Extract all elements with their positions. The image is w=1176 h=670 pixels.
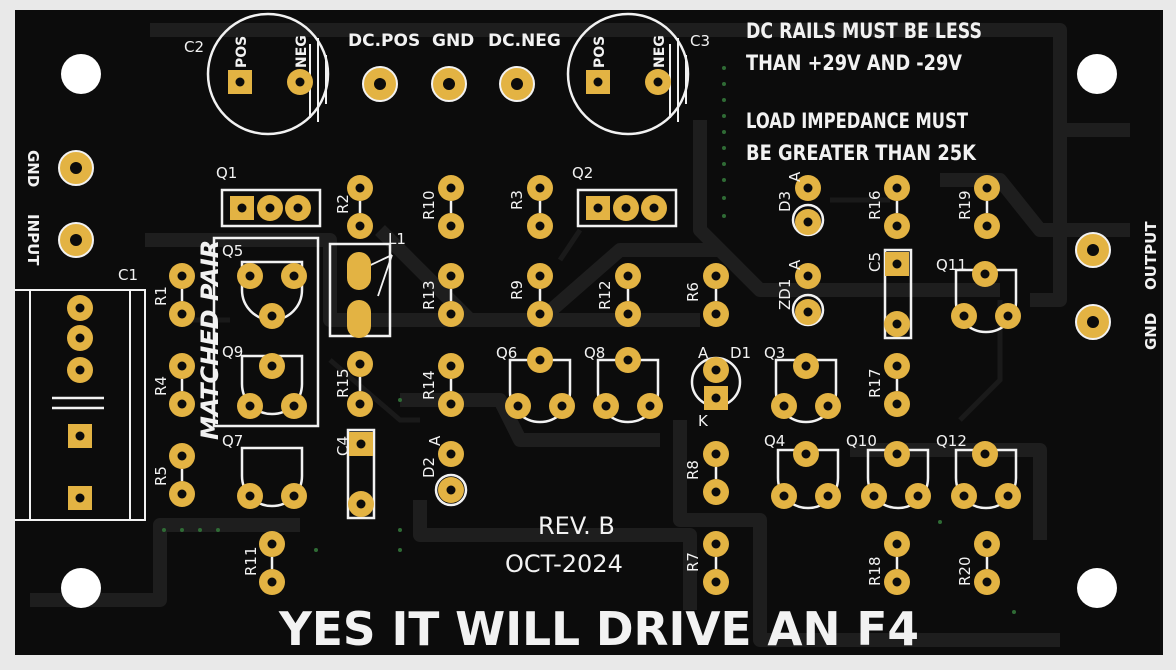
note-load-impedance-1: LOAD IMPEDANCE MUST — [746, 109, 969, 133]
label-c3: C3 — [690, 32, 710, 50]
label-r3: R3 — [508, 190, 526, 210]
note-load-impedance-2: BE GREATER THAN 25K — [746, 141, 977, 165]
label-c4: C4 — [334, 436, 352, 456]
label-c5: C5 — [866, 252, 884, 272]
board-outline — [15, 10, 1163, 655]
label-r14: R14 — [420, 370, 438, 400]
label-q6: Q6 — [496, 344, 517, 362]
label-r5: R5 — [152, 466, 170, 486]
label-r4: R4 — [152, 376, 170, 396]
label-r17: R17 — [866, 368, 884, 398]
label-r6: R6 — [684, 282, 702, 302]
label-d2-a: A — [426, 435, 444, 446]
label-gnd-output: GND — [1142, 313, 1160, 350]
pads — [58, 66, 1111, 595]
label-q4: Q4 — [764, 432, 785, 450]
label-d1-k: K — [698, 412, 709, 430]
label-r11: R11 — [242, 546, 260, 576]
label-c1: C1 — [118, 266, 138, 284]
label-dc-pos: DC.POS — [348, 31, 420, 51]
label-q1: Q1 — [216, 164, 237, 182]
label-q8: Q8 — [584, 344, 605, 362]
label-q2: Q2 — [572, 164, 593, 182]
label-d1: D1 — [730, 344, 751, 362]
label-r2: R2 — [334, 194, 352, 214]
label-d3-a: A — [786, 171, 804, 182]
slogan-text: YES IT WILL DRIVE AN F4 — [278, 602, 919, 656]
label-r8: R8 — [684, 460, 702, 480]
date-label: OCT-2024 — [505, 550, 623, 578]
label-dc-neg: DC.NEG — [488, 31, 561, 51]
label-input: INPUT — [24, 214, 42, 266]
label-d3: D3 — [776, 191, 794, 212]
label-q10: Q10 — [846, 432, 877, 450]
label-r19: R19 — [956, 190, 974, 220]
label-q5: Q5 — [222, 242, 243, 260]
label-c3-pos: POS — [592, 36, 608, 68]
label-r9: R9 — [508, 280, 526, 300]
label-zd1-a: A — [786, 259, 804, 270]
vias — [162, 66, 1016, 614]
label-r20: R20 — [956, 556, 974, 586]
label-q12: Q12 — [936, 432, 967, 450]
label-r1: R1 — [152, 286, 170, 306]
label-r12: R12 — [596, 280, 614, 310]
label-r15: R15 — [334, 368, 352, 398]
label-gnd-top: GND — [432, 31, 474, 51]
label-r7: R7 — [684, 552, 702, 572]
label-zd1: ZD1 — [776, 279, 794, 310]
note-dc-rails-1: DC RAILS MUST BE LESS — [746, 19, 982, 43]
label-q3: Q3 — [764, 344, 785, 362]
label-r16: R16 — [866, 190, 884, 220]
label-c2-pos: POS — [234, 36, 250, 68]
label-d1-a: A — [698, 344, 709, 362]
label-c2: C2 — [184, 38, 204, 56]
label-c3-neg: NEG — [652, 35, 668, 68]
matched-pair-label: MATCHED PAIR — [196, 240, 224, 440]
label-r18: R18 — [866, 556, 884, 586]
label-c2-neg: NEG — [294, 35, 310, 68]
label-output: OUTPUT — [1142, 221, 1160, 290]
label-gnd-input: GND — [24, 150, 42, 187]
label-q11: Q11 — [936, 256, 967, 274]
revision-label: REV. B — [538, 512, 615, 540]
label-q7: Q7 — [222, 432, 243, 450]
label-r10: R10 — [420, 190, 438, 220]
copper-traces-thin — [180, 197, 1003, 423]
label-r13: R13 — [420, 280, 438, 310]
label-l1: L1 — [388, 230, 406, 248]
resistor-links — [180, 201, 989, 569]
label-d2: D2 — [420, 457, 438, 478]
mounting-holes — [61, 54, 1117, 608]
note-dc-rails-2: THAN +29V AND -29V — [746, 51, 963, 75]
label-q9: Q9 — [222, 343, 243, 361]
